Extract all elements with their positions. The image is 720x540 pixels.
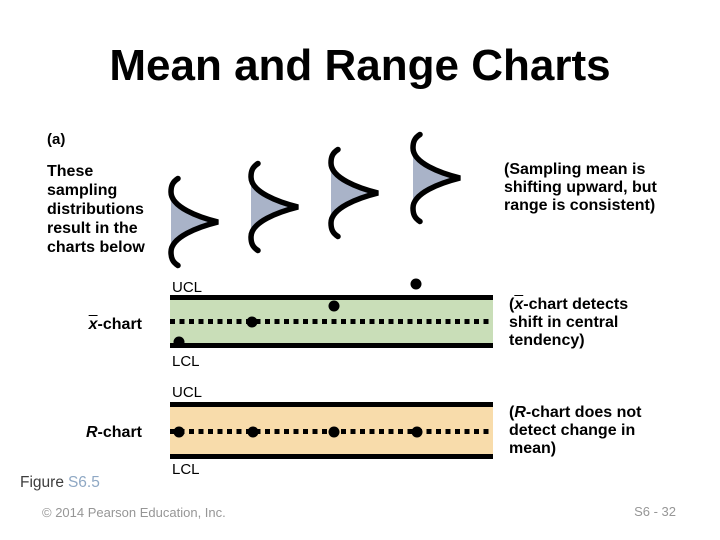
xbar-annotation-open: ( (509, 296, 515, 313)
slide-title: Mean and Range Charts (109, 41, 611, 90)
r-symbol: R (85, 424, 98, 441)
r-lcl-line (170, 454, 493, 459)
sample-point (410, 278, 422, 290)
xbar-chart-label: x-chart (56, 316, 142, 334)
sampling-distribution-curve (328, 146, 379, 240)
figure-number: S6.5 (67, 474, 100, 491)
xbar-annotation-symbol: x (514, 296, 524, 313)
sampling-distribution-curve (410, 131, 461, 225)
xbar-centerline (170, 319, 493, 324)
r-annotation-symbol: R (514, 404, 526, 421)
xbar-annotation: (x-chart detects shift in central tenden… (509, 296, 641, 350)
figure-word: Figure (20, 474, 64, 491)
xbar-ucl-label: UCL (172, 279, 203, 296)
xbar-lcl-line (170, 343, 493, 348)
right-note: (Sampling mean is shifting upward, but r… (504, 161, 657, 214)
left-note: These sampling distributions result in t… (47, 163, 145, 256)
xbar-annotation-text: -chart detects shift in central tendency… (509, 296, 629, 349)
sampling-distribution-curve (168, 175, 219, 269)
r-ucl-label: UCL (172, 384, 203, 401)
r-annotation-open: ( (509, 404, 515, 421)
r-annotation: (R-chart does not detect change in mean) (509, 404, 649, 458)
xbar-ucl-line (170, 295, 493, 300)
r-centerline (170, 429, 493, 434)
xbar-label-suffix: -chart (97, 316, 142, 333)
r-lcl-label: LCL (172, 461, 200, 478)
r-annotation-text: -chart does not detect change in mean) (509, 404, 642, 457)
copyright-text: © 2014 Pearson Education, Inc. (42, 505, 226, 520)
sampling-distribution-curve (248, 160, 299, 254)
r-label-suffix: -chart (97, 424, 142, 441)
xbar-symbol: x (88, 316, 98, 333)
page-number: S6 - 32 (634, 504, 676, 519)
panel-label: (a) (47, 131, 66, 148)
r-chart-label: R-chart (56, 424, 142, 442)
r-ucl-line (170, 402, 493, 407)
xbar-lcl-label: LCL (172, 353, 200, 370)
